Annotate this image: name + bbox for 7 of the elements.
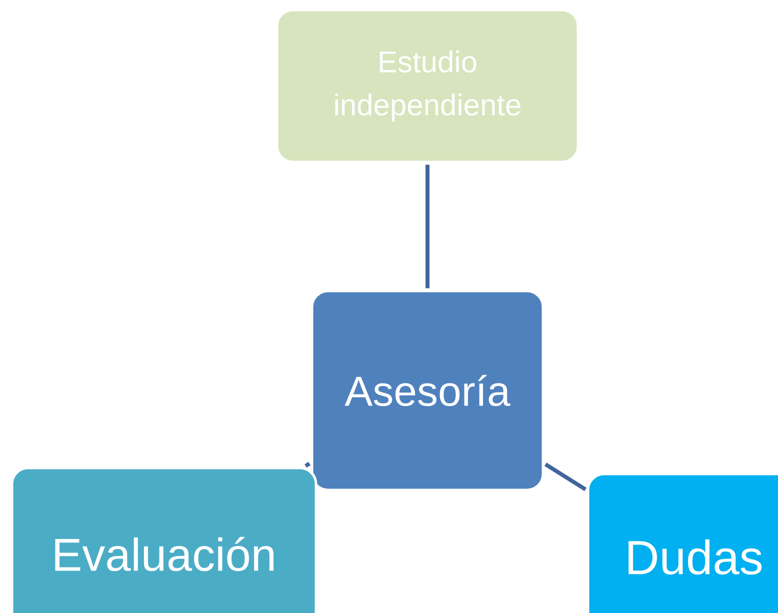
connector-line: [426, 164, 430, 288]
connector-line: [304, 462, 311, 468]
process-box: Asesoría: [310, 290, 544, 492]
process-box: Estudio independiente: [276, 8, 580, 164]
process-box: Evaluación: [10, 466, 318, 613]
process-box: Dudas: [586, 472, 778, 613]
connector-line: [544, 462, 587, 492]
